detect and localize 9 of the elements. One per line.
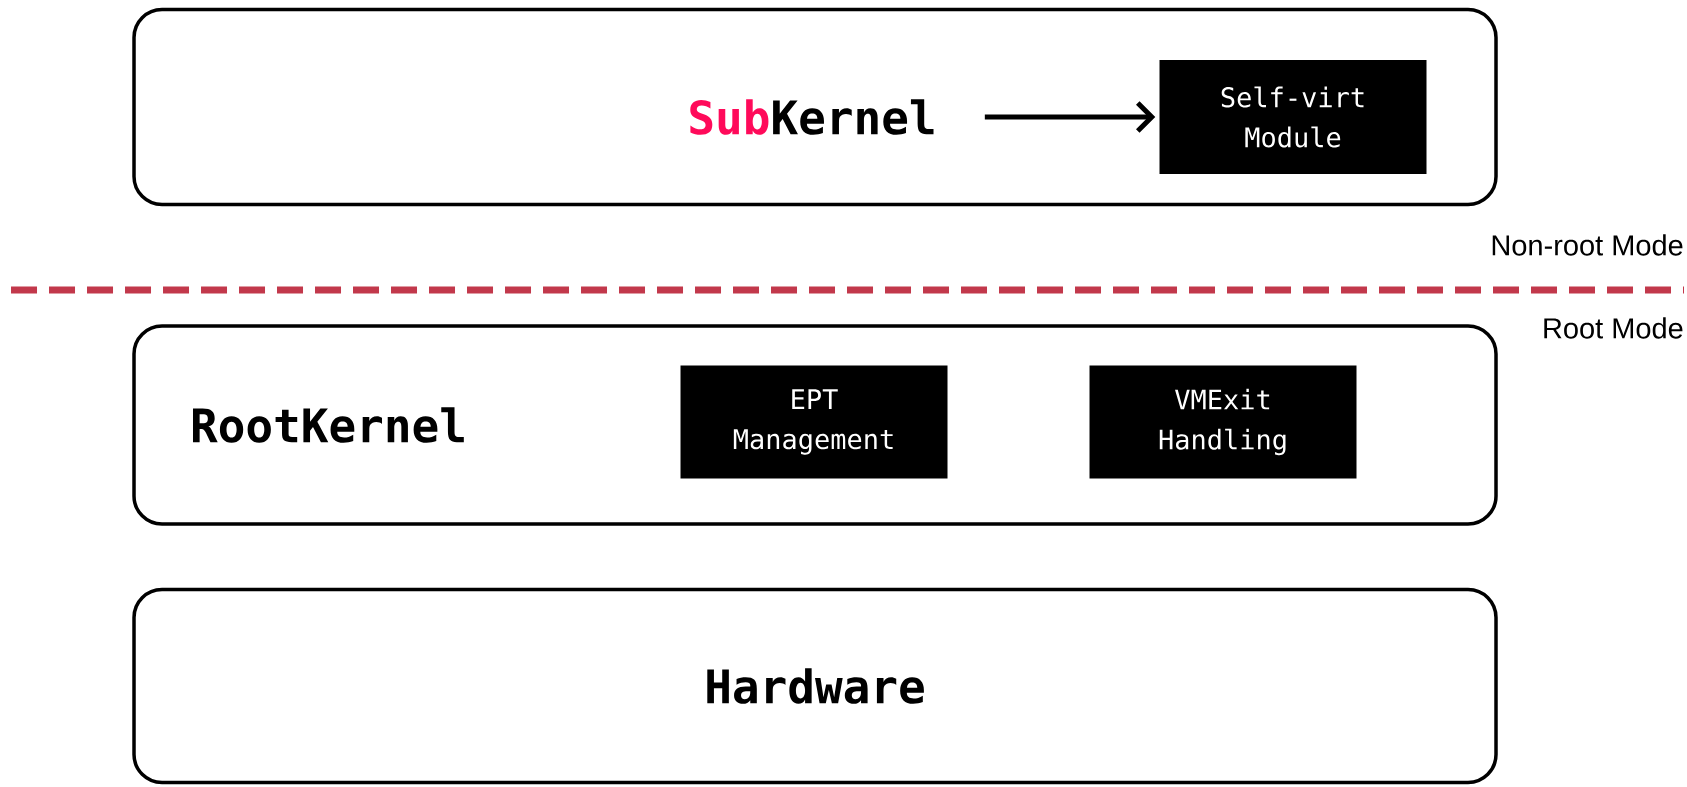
- arrow: [984, 101, 1156, 133]
- layer-box: [132, 7, 1498, 207]
- layer-title: SubKernel: [690, 99, 934, 135]
- module-box: VMExit Handling: [1089, 365, 1357, 479]
- mode-label: Root Mode: [1544, 317, 1683, 339]
- layer-box: Hardware: [132, 587, 1498, 785]
- module-box: EPT Management: [680, 365, 948, 479]
- module-box: Self-virt Module: [1159, 60, 1427, 174]
- mode-label: Non-root Mode: [1492, 234, 1683, 256]
